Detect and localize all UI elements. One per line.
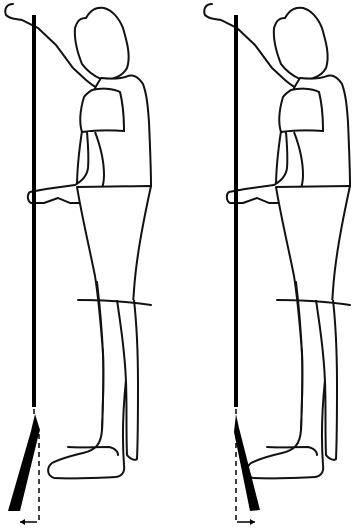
paddle-icon [8, 15, 40, 511]
direction-arrow-icon [20, 519, 37, 525]
direction-arrow-icon [237, 519, 255, 525]
right-panel [204, 4, 350, 525]
paddle-icon [234, 15, 260, 511]
person-outline-icon [204, 4, 350, 478]
left-panel [5, 4, 151, 525]
person-outline-icon [5, 4, 151, 478]
